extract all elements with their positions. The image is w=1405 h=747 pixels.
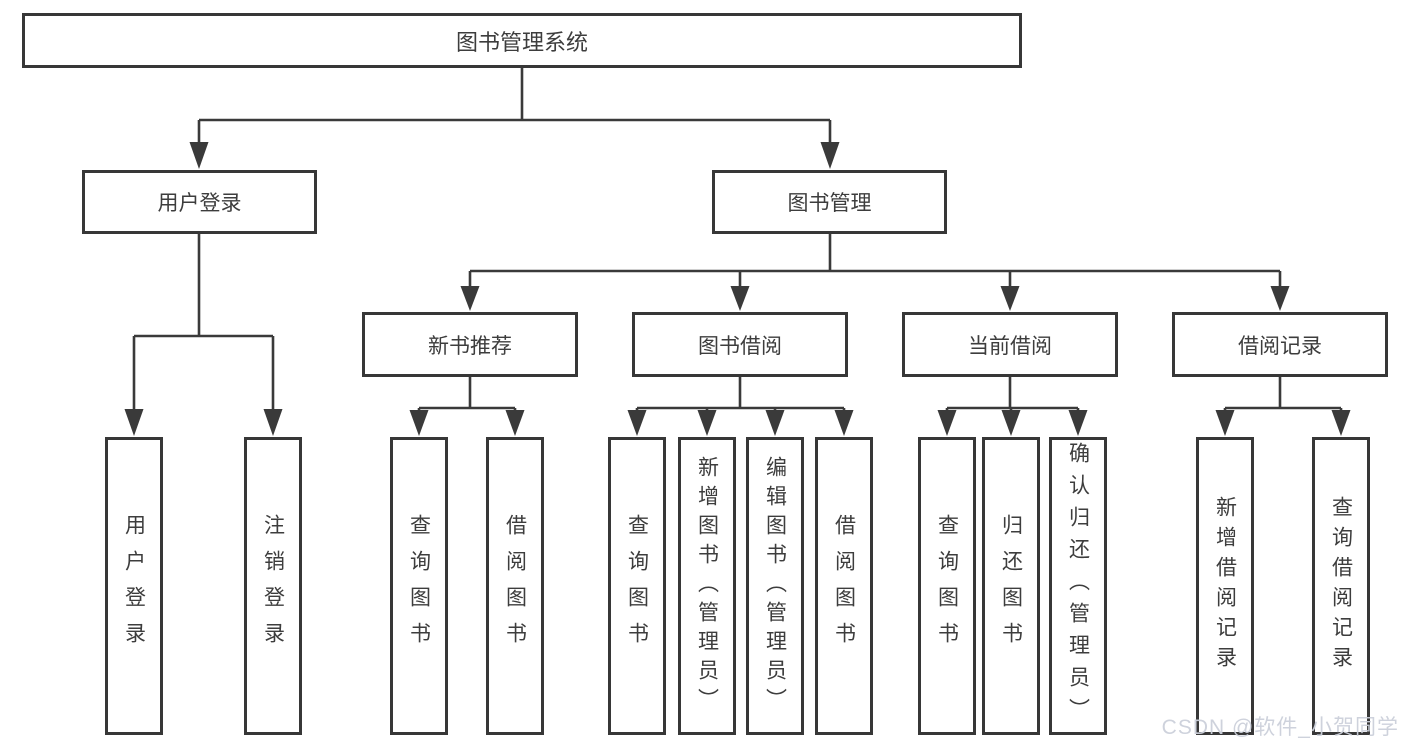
connector-root-to-level2: [189, 68, 840, 169]
node-leaf-borrow-book-2: 借阅图书: [815, 437, 873, 735]
connector-user-login-children: [124, 234, 283, 436]
leaf-label: 借阅图书: [503, 514, 527, 658]
arrowhead-icon: [124, 409, 144, 436]
watermark: CSDN @软件_小贺同学: [1161, 716, 1399, 739]
node-leaf-add-borrow-record: 新增借阅记录: [1196, 437, 1254, 735]
leaf-label: 用户登录: [122, 514, 146, 658]
node-leaf-query-book-2: 查询图书: [608, 437, 666, 735]
node-new-book-recommend: 新书推荐: [362, 312, 578, 377]
node-leaf-edit-book-admin: 编辑图书（管理员）: [746, 437, 804, 735]
arrowhead-icon: [263, 409, 283, 436]
arrowhead-icon: [189, 142, 209, 169]
node-leaf-return-book: 归还图书: [982, 437, 1040, 735]
leaf-label: 编辑图书（管理员）: [763, 455, 787, 717]
leaf-label: 查询图书: [407, 514, 431, 658]
leaf-label: 新增借阅记录: [1213, 496, 1237, 676]
connector-book-borrow-children: [627, 377, 854, 436]
node-library-management-system: 图书管理系统: [22, 13, 1022, 68]
arrowhead-icon: [834, 410, 854, 436]
arrowhead-icon: [820, 142, 840, 169]
leaf-label: 借阅图书: [832, 514, 856, 658]
node-current-borrow: 当前借阅: [902, 312, 1118, 377]
leaf-label: 查询图书: [625, 514, 649, 658]
arrowhead-icon: [409, 410, 429, 436]
arrowhead-icon: [730, 286, 750, 311]
arrowhead-icon: [765, 410, 785, 436]
node-leaf-add-book-admin: 新增图书（管理员）: [678, 437, 736, 735]
arrowhead-icon: [1215, 410, 1235, 436]
arrowhead-icon: [627, 410, 647, 436]
arrowhead-icon: [1331, 410, 1351, 436]
node-user-login: 用户登录: [82, 170, 317, 234]
node-borrow-record: 借阅记录: [1172, 312, 1388, 377]
connector-borrow-record-children: [1215, 377, 1351, 436]
connector-new-book-children: [409, 377, 525, 436]
arrowhead-icon: [505, 410, 525, 436]
leaf-label: 注销登录: [261, 514, 285, 658]
arrowhead-icon: [1270, 286, 1290, 311]
node-leaf-logout: 注销登录: [244, 437, 302, 735]
connector-current-borrow-children: [937, 377, 1088, 436]
arrowhead-icon: [460, 286, 480, 311]
node-leaf-query-book-1: 查询图书: [390, 437, 448, 735]
leaf-label: 查询图书: [935, 514, 959, 658]
connector-book-management-children: [460, 234, 1290, 311]
leaf-label: 新增图书（管理员）: [695, 455, 719, 717]
leaf-label: 归还图书: [999, 514, 1023, 658]
node-leaf-query-borrow-record: 查询借阅记录: [1312, 437, 1370, 735]
node-leaf-confirm-return-admin: 确认归还（管理员）: [1049, 437, 1107, 735]
node-leaf-user-login: 用户登录: [105, 437, 163, 735]
arrowhead-icon: [1068, 410, 1088, 436]
arrowhead-icon: [1001, 410, 1021, 436]
leaf-label: 确认归还（管理员）: [1066, 442, 1090, 730]
arrowhead-icon: [937, 410, 957, 436]
leaf-label: 查询借阅记录: [1329, 496, 1353, 676]
node-book-borrow: 图书借阅: [632, 312, 848, 377]
arrowhead-icon: [1000, 286, 1020, 311]
node-leaf-query-book-3: 查询图书: [918, 437, 976, 735]
arrowhead-icon: [697, 410, 717, 436]
node-leaf-borrow-book-1: 借阅图书: [486, 437, 544, 735]
node-book-management: 图书管理: [712, 170, 947, 234]
